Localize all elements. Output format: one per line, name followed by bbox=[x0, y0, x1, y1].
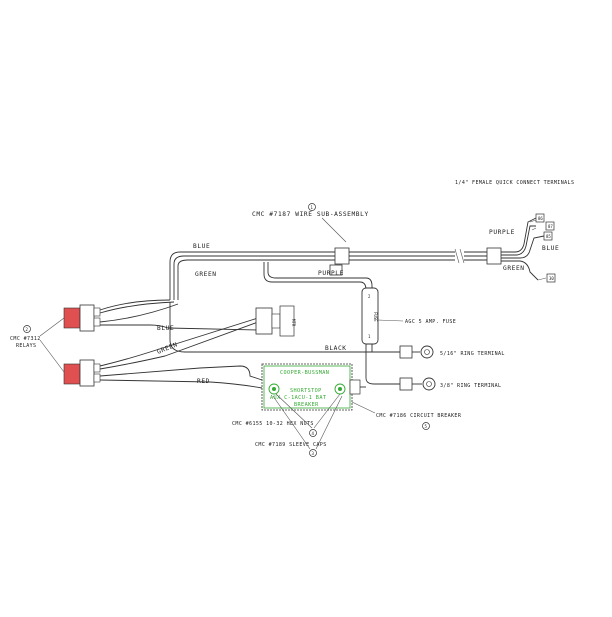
circuit-breaker: COOPER-BUSSMAN SHORTSTOP AUX C-1ACU-1 BA… bbox=[261, 363, 366, 411]
agc-fuse-label: AGC 5 AMP. FUSE bbox=[405, 319, 456, 325]
sub-assembly-leader bbox=[321, 217, 347, 243]
svg-text:2: 2 bbox=[368, 294, 371, 299]
callout-1: 1 bbox=[311, 205, 314, 210]
ring-516-label: 5/16" RING TERMINAL bbox=[440, 351, 505, 357]
wire-label-blue-right: BLUE bbox=[542, 245, 559, 252]
svg-text:COOPER-BUSSMAN: COOPER-BUSSMAN bbox=[280, 370, 329, 376]
hex-nut-leader-1 bbox=[275, 393, 313, 429]
circuit-breaker-label: CMC #7186 CIRCUIT BREAKER bbox=[376, 413, 462, 419]
fuse-holder: 2 1 FUSE bbox=[361, 287, 379, 345]
wire-label-blue-lower: BLUE bbox=[157, 325, 174, 332]
svg-text:SHORTSTOP: SHORTSTOP bbox=[290, 388, 322, 394]
wire-label-blue-top: BLUE bbox=[193, 243, 210, 250]
sleeve-cap-leader-2 bbox=[315, 395, 343, 450]
wire-label-green-right: GREEN bbox=[503, 265, 525, 272]
svg-text:85: 85 bbox=[546, 234, 551, 239]
callout-3: 3 bbox=[312, 451, 315, 456]
svg-text:1: 1 bbox=[368, 334, 371, 339]
break-mark-1 bbox=[454, 248, 460, 264]
svg-text:MTR: MTR bbox=[291, 319, 296, 327]
wire-label-black: BLACK bbox=[325, 345, 347, 352]
break-mark-2 bbox=[459, 248, 465, 264]
quick-connect-label: 1/4" FEMALE QUICK CONNECT TERMINALS bbox=[455, 180, 574, 186]
wire-sub-assembly-label: CMC #7187 WIRE SUB-ASSEMBLY bbox=[252, 211, 369, 218]
relay-leader-1 bbox=[39, 317, 65, 337]
motor-connector: MTR bbox=[255, 305, 296, 337]
relays-label-1: CMC #7312 bbox=[10, 336, 41, 342]
callout-1-circle bbox=[308, 203, 316, 211]
sleeve-upper bbox=[334, 247, 350, 265]
ring-terminal-38 bbox=[365, 344, 436, 391]
breaker-leader bbox=[351, 401, 376, 414]
sleeve-caps-label: CMC #7189 SLEEVE CAPS bbox=[255, 442, 327, 448]
fuse-leader bbox=[377, 319, 404, 322]
relay-leader-2 bbox=[39, 339, 65, 373]
wire-label-green-lower: GREEN bbox=[156, 341, 179, 356]
wire-label-green-upper: GREEN bbox=[195, 271, 217, 278]
sleeve-mid bbox=[329, 264, 343, 276]
svg-text:FUSE: FUSE bbox=[373, 312, 378, 322]
hex-nut-leader-2 bbox=[313, 393, 341, 429]
relays-label-2: RELAYS bbox=[16, 343, 36, 349]
callout-4-circle bbox=[309, 429, 317, 437]
svg-text:30: 30 bbox=[549, 276, 554, 281]
callout-4: 4 bbox=[312, 431, 315, 436]
callout-5-circle bbox=[422, 422, 430, 430]
right-bundle bbox=[464, 217, 545, 281]
svg-text:86: 86 bbox=[538, 216, 543, 221]
callout-5: 5 bbox=[425, 424, 428, 429]
sleeve-cap-leader-1 bbox=[272, 395, 311, 450]
callout-3-circle bbox=[309, 449, 317, 457]
relay-wires bbox=[99, 299, 400, 389]
ring-38-label: 3/8" RING TERMINAL bbox=[440, 383, 501, 389]
hex-nuts-label: CMC #6155 10-32 HEX NUTS bbox=[232, 421, 314, 427]
wire-label-purple-right: PURPLE bbox=[489, 229, 515, 236]
svg-text:87: 87 bbox=[548, 224, 553, 229]
wire-label-red: RED bbox=[197, 378, 210, 385]
relay-lower bbox=[63, 359, 101, 387]
svg-text:AUX C-1ACU-1 BAT: AUX C-1ACU-1 BAT bbox=[270, 395, 326, 401]
callout-2-circle bbox=[23, 325, 31, 333]
ring-terminal-516 bbox=[371, 344, 434, 359]
upper-bundle bbox=[169, 251, 455, 300]
wire-label-purple: PURPLE bbox=[318, 270, 344, 277]
relay-upper bbox=[63, 304, 101, 332]
svg-text:BREAKER: BREAKER bbox=[294, 402, 319, 408]
callout-2: 2 bbox=[26, 327, 29, 332]
quick-connect-terminals: 86 87 85 30 bbox=[529, 213, 556, 283]
